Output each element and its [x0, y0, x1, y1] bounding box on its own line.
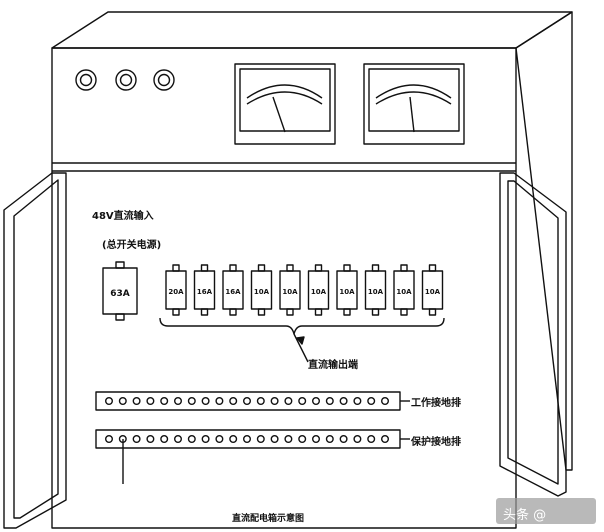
terminal-hole [256, 397, 265, 406]
terminal-hole [187, 397, 196, 406]
terminal-hole [201, 435, 210, 444]
knob-icon [115, 69, 137, 91]
right-door[interactable] [499, 172, 567, 497]
breaker-rating: 10A [425, 288, 441, 296]
terminal-hole [270, 435, 279, 444]
breaker-rating: 10A [339, 288, 355, 296]
breaker: 10A [364, 264, 387, 316]
terminal-hole [353, 397, 362, 406]
knob-icon [75, 69, 97, 91]
output-breakers: 20A 16A 16A 10A 10A 10A 10A 10A 10A 10A [165, 264, 444, 316]
terminal-hole [229, 397, 238, 406]
terminal-hole [146, 435, 155, 444]
terminal-hole [339, 397, 348, 406]
terminal-hole [284, 397, 293, 406]
figure-caption: 直流配电箱示意图 [232, 514, 305, 524]
output-brace [159, 317, 445, 335]
output-leader [293, 333, 309, 363]
voltmeter-icon [234, 63, 336, 145]
terminal-hole [104, 397, 113, 406]
cabinet-top [51, 11, 573, 49]
terminal-hole [160, 397, 169, 406]
terminal-hole [312, 435, 321, 444]
breaker-rating: 10A [396, 288, 412, 296]
terminal-hole [132, 435, 141, 444]
terminal-hole [160, 435, 169, 444]
terminal-hole [367, 435, 376, 444]
ammeter-icon [363, 63, 465, 145]
breaker-rating: 20A [168, 288, 184, 296]
breaker-rating: 10A [368, 288, 384, 296]
breaker: 10A [393, 264, 415, 316]
master-breaker-rating: 63A [110, 289, 130, 299]
ground-bar-terminals [104, 397, 390, 444]
terminal-hole [215, 397, 224, 406]
work-ground-label: 工作接地排 [411, 398, 461, 409]
terminal-hole [339, 435, 348, 444]
breaker: 10A [250, 264, 273, 316]
terminal-hole [298, 435, 307, 444]
terminal-hole [242, 435, 251, 444]
protect-ground-label: 保护接地排 [411, 437, 461, 448]
terminal-hole [312, 397, 321, 406]
breaker-rating: 10A [282, 288, 298, 296]
terminal-hole [284, 435, 293, 444]
terminal-hole [132, 397, 141, 406]
terminal-hole [201, 397, 210, 406]
master-breaker: 63A [102, 261, 138, 321]
breaker: 10A [336, 264, 358, 316]
terminal-hole [270, 397, 279, 406]
terminal-hole [381, 435, 390, 444]
terminal-hole [146, 397, 155, 406]
watermark-text: 头条 @ [503, 508, 547, 523]
breaker-rating: 10A [311, 288, 327, 296]
breaker: 16A [193, 264, 216, 316]
terminal-hole [325, 397, 334, 406]
terminal-hole [325, 435, 334, 444]
breaker: 10A [279, 264, 301, 316]
terminal-hole [381, 397, 390, 406]
terminal-hole [118, 397, 127, 406]
terminal-hole [173, 397, 182, 406]
knob-icon [153, 69, 175, 91]
terminal-hole [173, 435, 182, 444]
dc-output-label: 直流输出端 [308, 360, 358, 371]
terminal-hole [367, 397, 376, 406]
breaker: 16A [222, 264, 244, 316]
terminal-hole [229, 435, 238, 444]
master-switch-label: (总开关电源) [102, 240, 162, 251]
terminal-hole [215, 435, 224, 444]
terminal-hole [353, 435, 362, 444]
terminal-hole [104, 435, 113, 444]
breaker: 10A [421, 264, 444, 316]
watermark-background [496, 498, 596, 524]
terminal-hole [256, 435, 265, 444]
terminal-hole [242, 397, 251, 406]
terminal-hole [298, 397, 307, 406]
breaker-rating: 10A [254, 288, 270, 296]
terminal-hole [187, 435, 196, 444]
dc-input-label: 48V直流输入 [92, 211, 154, 222]
breaker: 20A [165, 264, 187, 316]
left-door[interactable] [3, 172, 67, 529]
cabinet-side [515, 11, 573, 471]
breaker-rating: 16A [225, 288, 241, 296]
breaker: 10A [307, 264, 330, 316]
breaker-rating: 16A [197, 288, 213, 296]
